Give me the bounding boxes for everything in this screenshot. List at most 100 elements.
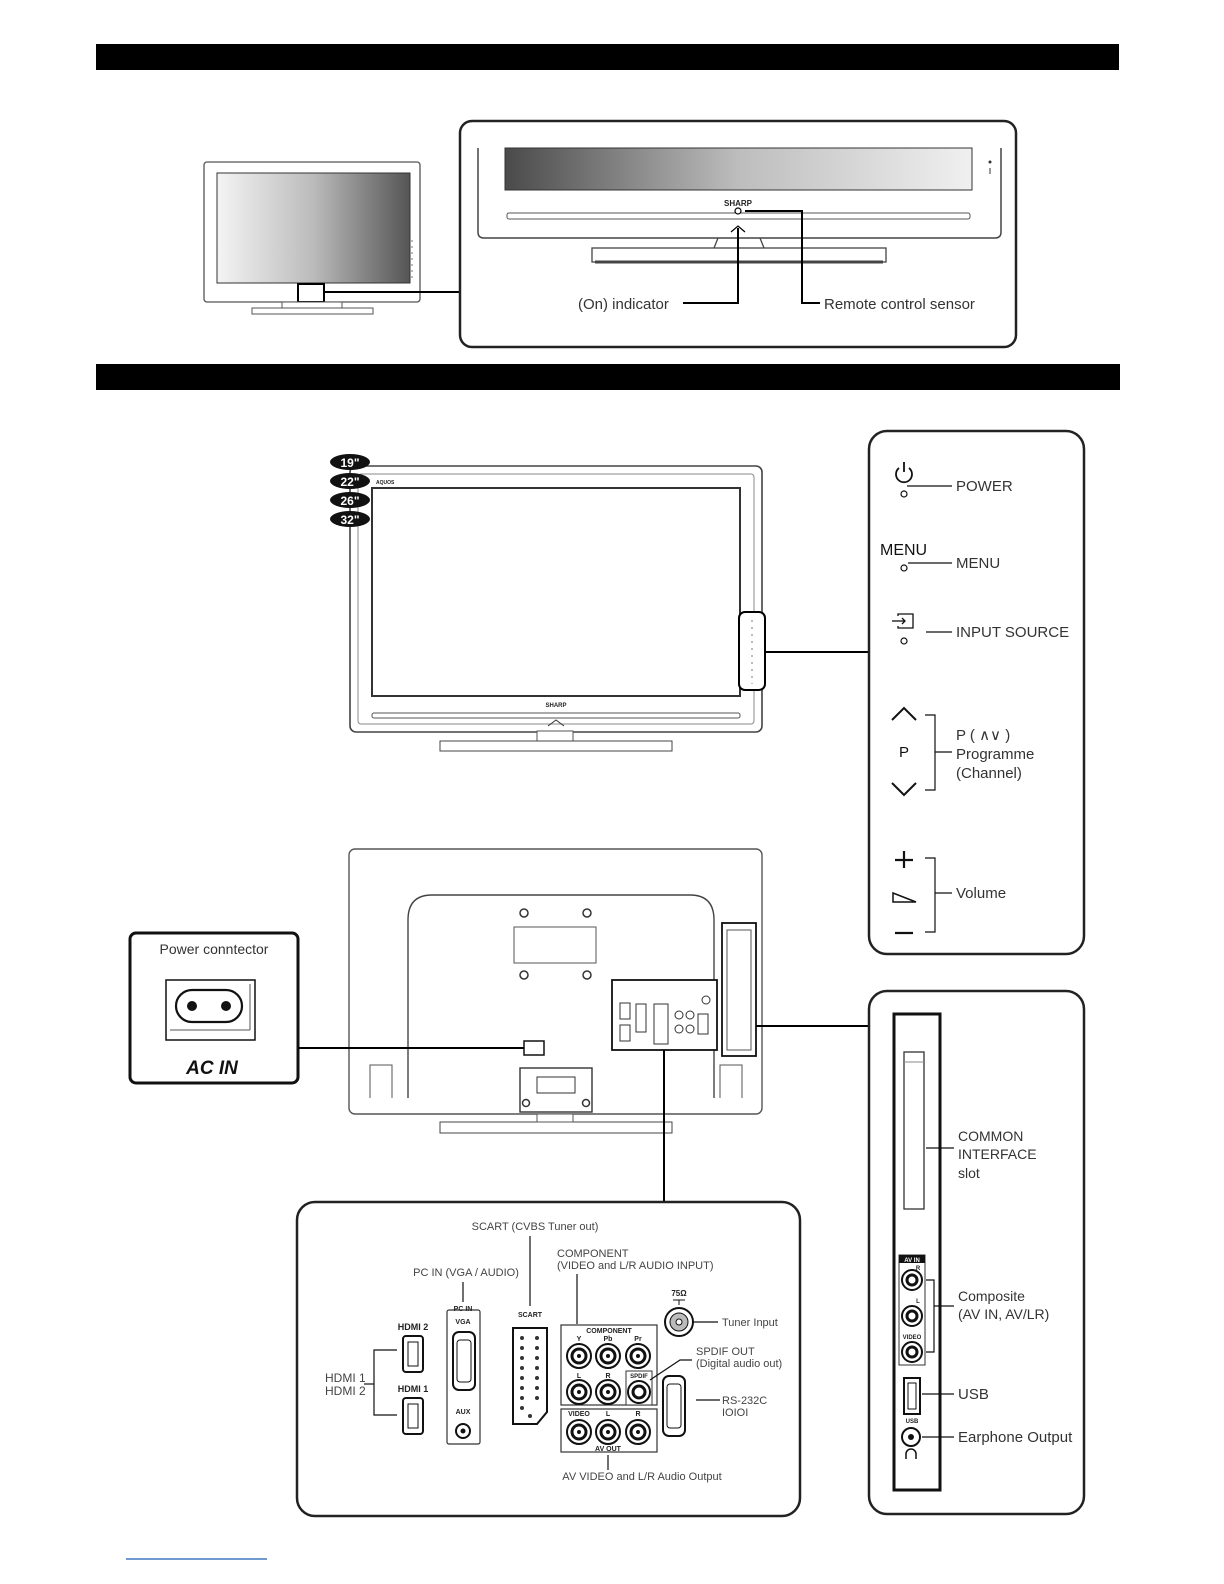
volume-label: Volume <box>956 885 1006 902</box>
chevron-up-icon <box>891 706 917 721</box>
size-label-22: 22" <box>340 475 359 489</box>
plus-icon <box>895 851 913 868</box>
section-header-bar-front <box>96 44 1119 70</box>
on-indicator-leader <box>683 228 739 304</box>
size-label-26: 26" <box>340 494 359 508</box>
size-badge-26 <box>330 492 370 508</box>
ci-label-3: slot <box>958 1165 980 1181</box>
brand-logo-large: SHARP <box>545 703 566 709</box>
av-out-label: AV OUT <box>595 1446 622 1453</box>
input-source-icon <box>892 613 914 629</box>
scart-port <box>512 1327 548 1425</box>
section-header-bar-controls <box>96 364 1120 390</box>
spdif-port-label: SPDIF <box>630 1374 648 1380</box>
spdif-out-label-1: SPDIF OUT <box>696 1346 755 1358</box>
hdmi-label-1: HDMI 1 <box>325 1371 366 1385</box>
av-in-label: AV IN <box>904 1258 920 1264</box>
side-controls-panel <box>867 429 1086 956</box>
ci-slot <box>903 1051 925 1210</box>
hdmi-port-1-label: HDMI 1 <box>398 1384 429 1394</box>
ac-inlet-icon <box>174 988 244 1024</box>
spdif-out-label-2: (Digital audio out) <box>696 1358 782 1370</box>
component-title-1: COMPONENT <box>557 1248 629 1260</box>
vga-port <box>452 1331 476 1391</box>
on-indicator-label: (On) indicator <box>578 296 669 313</box>
component-jacks <box>566 1343 651 1369</box>
size-label-19: 19" <box>340 456 359 470</box>
av-in-r-label: R <box>916 1266 921 1272</box>
av-in-l-label: L <box>916 1299 920 1305</box>
p-glyph: P <box>899 744 909 761</box>
audio-in-jacks <box>566 1379 621 1405</box>
size-badge-19 <box>330 454 370 470</box>
programme-label-1: P ( ∧∨ ) <box>956 727 1010 744</box>
vga-label: VGA <box>455 1319 470 1326</box>
ac-in-label: AC IN <box>185 1058 239 1079</box>
size-badge-22 <box>330 473 370 489</box>
remote-sensor-leader <box>745 210 820 304</box>
programme-label-2: Programme <box>956 746 1034 763</box>
composite-label-2: (AV IN, AV/LR) <box>958 1306 1049 1322</box>
menu-control: MENU MENU <box>880 542 1000 572</box>
hdmi-port-2-label: HDMI 2 <box>398 1322 429 1332</box>
pc-in-title: PC IN (VGA / AUDIO) <box>413 1267 519 1279</box>
power-icon <box>895 467 913 484</box>
power-label: POWER <box>956 478 1013 495</box>
power-connector-panel: Power conntector AC IN <box>128 931 300 1085</box>
pb-label: Pb <box>604 1336 613 1343</box>
rs232c-label-2: IOIOI <box>722 1407 748 1419</box>
brand-logo-zoom: SHARP <box>724 199 753 208</box>
ci-label-2: INTERFACE <box>958 1146 1037 1162</box>
scart-port-label: SCART <box>518 1312 543 1319</box>
usb-label: USB <box>958 1386 989 1403</box>
av-in-video-jack <box>901 1341 923 1363</box>
remote-sensor-dot <box>734 207 742 215</box>
aux-label: AUX <box>456 1409 471 1416</box>
usb-port-label: USB <box>906 1419 919 1425</box>
power-control: POWER <box>895 462 1013 498</box>
model-logo: AQUOS <box>376 480 395 486</box>
rear-ac-inlet <box>523 1040 545 1056</box>
earphone-label: Earphone Output <box>958 1429 1073 1446</box>
menu-label: MENU <box>956 555 1000 572</box>
composite-label-1: Composite <box>958 1288 1025 1304</box>
hdmi-port-2 <box>402 1335 424 1373</box>
pr-label: Pr <box>634 1336 642 1343</box>
size-label-32: 32" <box>340 513 359 527</box>
component-l-label: L <box>577 1373 582 1380</box>
rear-terminals-panel: HDMI 2 HDMI 1 HDMI 1 HDMI 2 PC IN (VGA /… <box>295 1200 802 1518</box>
large-tv-front: AQUOS SHARP <box>349 465 766 752</box>
y-label: Y <box>577 1336 582 1343</box>
av-out-l-label: L <box>606 1411 611 1418</box>
menu-glyph: MENU <box>880 542 927 559</box>
volume-control: Volume <box>892 851 1006 935</box>
chevron-down-icon <box>891 782 917 797</box>
tuner-input-label: Tuner Input <box>722 1317 778 1329</box>
av-in-l-jack <box>901 1305 923 1327</box>
av-out-jacks <box>566 1419 651 1445</box>
spdif-jack <box>627 1380 651 1404</box>
on-indicator-arrow <box>730 225 746 233</box>
size-badge-32 <box>330 511 370 527</box>
av-video-out-title: AV VIDEO and L/R Audio Output <box>562 1471 721 1483</box>
programme-label-3: (Channel) <box>956 765 1022 782</box>
av-in-video-label: VIDEO <box>903 1335 922 1341</box>
scart-title: SCART (CVBS Tuner out) <box>472 1221 599 1233</box>
av-in-r-jack <box>901 1269 923 1291</box>
remote-sensor-label: Remote control sensor <box>824 296 975 313</box>
input-source-label: INPUT SOURCE <box>956 624 1069 641</box>
tv-rear <box>348 848 763 1134</box>
size-badges: 19" 22" 26" 32" <box>330 454 370 527</box>
input-source-control: INPUT SOURCE <box>892 613 1069 645</box>
component-r-label: R <box>605 1373 610 1380</box>
component-port-label: COMPONENT <box>586 1328 632 1335</box>
av-out-video-label: VIDEO <box>568 1411 590 1418</box>
power-connector-title: Power conntector <box>160 941 269 957</box>
volume-ramp-icon <box>892 891 917 903</box>
ci-label-1: COMMON <box>958 1128 1023 1144</box>
av-out-r-label: R <box>635 1411 640 1418</box>
pc-in-port-label: PC IN <box>454 1306 473 1313</box>
hdmi-label-2: HDMI 2 <box>325 1384 366 1398</box>
component-title-2: (VIDEO and L/R AUDIO INPUT) <box>557 1260 713 1272</box>
